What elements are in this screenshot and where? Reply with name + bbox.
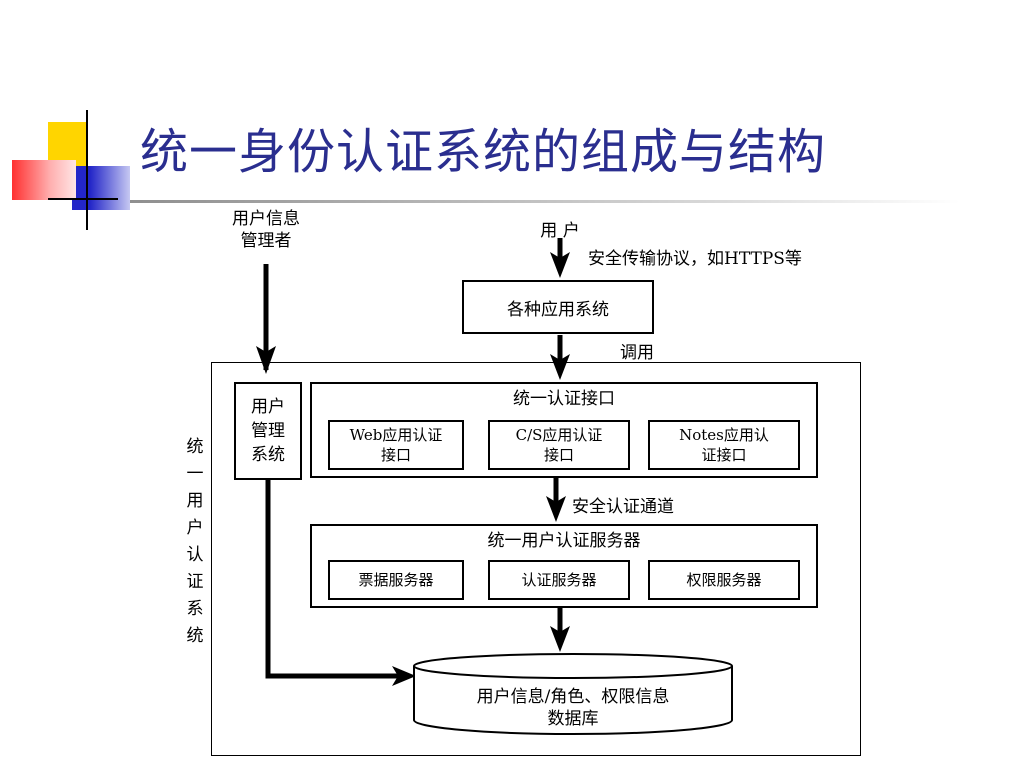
ticket-server-label: 票据服务器: [358, 571, 434, 589]
auth-interface-title: 统一认证接口: [513, 389, 615, 409]
arrow-mgmt-to-db: [265, 480, 416, 686]
vertical-char: 一: [186, 464, 204, 484]
cs-interface-line1: C/S应用认证: [515, 426, 603, 444]
user-mgmt-box: 用户 管理 系统: [234, 382, 302, 480]
vertical-char: 户: [186, 518, 204, 538]
perm-server-box: 权限服务器: [648, 560, 800, 600]
ornament-yellow-square: [48, 122, 88, 166]
user-label: 用 户: [540, 221, 580, 241]
auth-server-title: 统一用户认证服务器: [487, 531, 641, 551]
notes-interface-box: Notes应用认 证接口: [648, 420, 800, 470]
user-admin-line1: 用户信息: [232, 209, 300, 229]
ticket-server-box: 票据服务器: [328, 560, 464, 600]
call-label: 调用: [620, 343, 654, 363]
vertical-char: 用: [186, 491, 204, 511]
arrow-user-to-apps: [550, 238, 570, 278]
vertical-char: 系: [186, 599, 204, 619]
system-vertical-label: 统 一 用 户 认 证 系 统: [183, 434, 207, 650]
web-interface-box: Web应用认证 接口: [328, 420, 464, 470]
cert-server-box: 认证服务器: [488, 560, 630, 600]
arrow-admin-to-mgmt: [256, 264, 276, 374]
ornament-horizontal-line: [48, 198, 118, 200]
vertical-char: 证: [186, 572, 204, 592]
ornament-blue-gradient: [90, 166, 130, 210]
vertical-char: 统: [186, 437, 204, 457]
database-cylinder: [413, 653, 733, 735]
user-mgmt-line1: 用户: [251, 397, 285, 417]
title-underline: [130, 200, 960, 203]
user-admin-label: 用户信息 管理者: [216, 208, 316, 252]
auth-interface-box: 统一认证接口 Web应用认证 接口 C/S应用认证 接口 Notes应用认 证接…: [310, 382, 818, 478]
notes-interface-line1: Notes应用认: [679, 426, 769, 444]
arrow-interface-to-server: [546, 476, 566, 522]
arrow-server-to-db: [550, 605, 570, 652]
auth-server-box: 统一用户认证服务器 票据服务器 认证服务器 权限服务器: [310, 524, 818, 608]
title-ornament: [0, 100, 140, 230]
ornament-vertical-line: [86, 110, 88, 230]
slide-title: 统一身份认证系统的组成与结构: [140, 124, 827, 180]
notes-interface-line2: 证接口: [701, 446, 747, 464]
database-line1: 用户信息/角色、权限信息: [476, 687, 670, 707]
web-interface-line2: 接口: [380, 446, 411, 464]
secure-channel-label: 安全认证通道: [572, 497, 674, 517]
user-mgmt-line3: 系统: [251, 445, 285, 465]
secure-protocol-label: 安全传输协议，如HTTPS等: [588, 249, 802, 269]
cs-interface-line2: 接口: [543, 446, 574, 464]
cert-server-label: 认证服务器: [521, 571, 597, 589]
vertical-char: 认: [186, 545, 204, 565]
web-interface-line1: Web应用认证: [349, 426, 443, 444]
apps-label: 各种应用系统: [507, 299, 609, 320]
user-admin-line2: 管理者: [240, 231, 292, 251]
apps-box: 各种应用系统: [462, 280, 654, 334]
unified-auth-system-frame: [211, 362, 861, 756]
user-mgmt-line2: 管理: [251, 421, 285, 441]
perm-server-label: 权限服务器: [686, 571, 762, 589]
database-line2: 数据库: [547, 709, 599, 729]
ornament-red-square: [12, 160, 76, 200]
arrow-apps-to-interface: [550, 335, 570, 380]
vertical-char: 统: [186, 626, 204, 646]
cs-interface-box: C/S应用认证 接口: [488, 420, 630, 470]
database-label: 用户信息/角色、权限信息 数据库: [410, 686, 736, 730]
